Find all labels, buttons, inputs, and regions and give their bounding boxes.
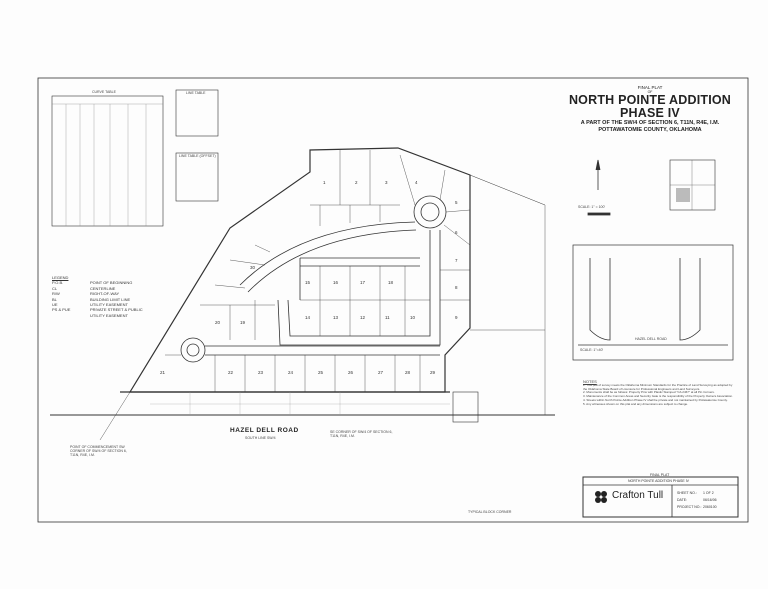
sheet-number: 1 OF 2 <box>703 491 714 495</box>
curve-table-title: CURVE TABLE <box>92 90 116 94</box>
project-name: NORTH POINTE ADDITION PHASE IV <box>628 479 690 483</box>
plat-date: 06/16/06 <box>703 498 717 502</box>
lot-label: 26 <box>348 370 354 375</box>
lot-label: 14 <box>305 315 311 320</box>
lot-label: 3 <box>385 180 388 185</box>
lot-label: 8 <box>455 285 458 290</box>
lot-label: 23 <box>258 370 264 375</box>
plat-title-block: FINAL PLAT OF NORTH POINTE ADDITION PHAS… <box>560 85 740 134</box>
plat-phase: PHASE IV <box>620 106 680 120</box>
lot-label: 15 <box>305 280 311 285</box>
lot-label: 11 <box>385 315 390 320</box>
sheet-border <box>37 77 749 523</box>
lot-label: 21 <box>160 370 166 375</box>
lot-label: 17 <box>360 280 366 285</box>
lot-label: 1 <box>323 180 326 185</box>
lot-label: 12 <box>360 315 366 320</box>
lot-label: 16 <box>333 280 339 285</box>
lot-label: 28 <box>405 370 411 375</box>
lot-label: 25 <box>318 370 324 375</box>
lot-label: 22 <box>228 370 234 375</box>
road-label: HAZEL DELL ROAD <box>230 427 299 434</box>
notes: NOTES 1. This plat of survey meets the O… <box>583 379 733 406</box>
lot-label: 9 <box>455 315 458 320</box>
crafton-tull-logo <box>595 491 607 503</box>
lot-label: 10 <box>410 315 416 320</box>
line-table-title: LINE TABLE <box>186 91 206 95</box>
lot-label: 29 <box>430 370 436 375</box>
lot-label: 13 <box>333 315 339 320</box>
lot-label: 27 <box>378 370 384 375</box>
lot-label: 4 <box>415 180 418 185</box>
lot-label: 24 <box>288 370 294 375</box>
project-number: 2060100 <box>703 505 717 509</box>
lot-label: 20 <box>215 320 221 325</box>
plat-title: NORTH POINTE ADDITION <box>568 93 732 107</box>
lot-label: 7 <box>455 258 458 263</box>
company-name: Crafton Tull <box>612 490 664 501</box>
lot-label: 18 <box>388 280 394 285</box>
lot-label: 30 <box>250 265 256 270</box>
poc-label: POINT OF COMMENCEMENT SW CORNER OF SW/4 … <box>70 445 127 457</box>
lot-label: 5 <box>455 200 458 205</box>
lot-label: 6 <box>455 230 458 235</box>
line-table-offset-title: LINE TABLE (OFFSET) <box>179 154 216 158</box>
lot-label: 19 <box>240 320 246 325</box>
lot-label: 2 <box>355 180 358 185</box>
